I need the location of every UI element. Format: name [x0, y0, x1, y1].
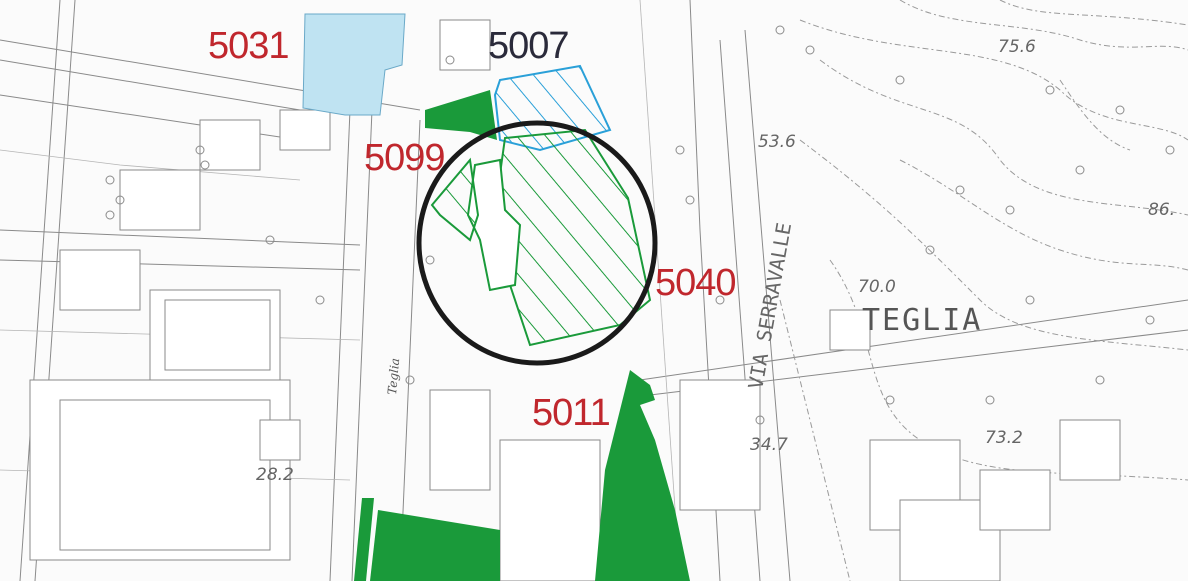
parcel-label-5031: 5031	[208, 25, 289, 67]
zone-green-south	[595, 370, 690, 581]
zone-green-southwest	[370, 510, 500, 581]
elevation-label: 34.7	[750, 435, 788, 455]
zone-5031	[302, 13, 406, 116]
parcel-label-5011: 5011	[532, 392, 610, 434]
zone-green-north	[425, 90, 497, 140]
elevation-label: 70.0	[858, 277, 896, 297]
street-via-serravalle: VIA SERRAVALLE	[743, 221, 796, 391]
elevation-label: 86.	[1148, 200, 1175, 220]
parcel-label-5040: 5040	[655, 262, 736, 304]
buildings	[29, 19, 1121, 581]
zone-5099-strip	[430, 157, 480, 242]
parcel-label-5099: 5099	[364, 137, 445, 179]
map-symbols	[105, 25, 1175, 425]
elevation-label: 73.2	[985, 428, 1023, 448]
parcel-label-5007: 5007	[488, 25, 569, 67]
elevation-label: 28.2	[256, 465, 294, 485]
zone-green-strip	[354, 498, 374, 581]
place-name-teglia: TEGLIA	[862, 303, 982, 338]
street-teglia: Teglia	[385, 357, 402, 395]
elevation-label: 75.6	[998, 37, 1036, 57]
highlight-circle	[416, 120, 658, 366]
elevation-label: 53.6	[758, 132, 796, 152]
